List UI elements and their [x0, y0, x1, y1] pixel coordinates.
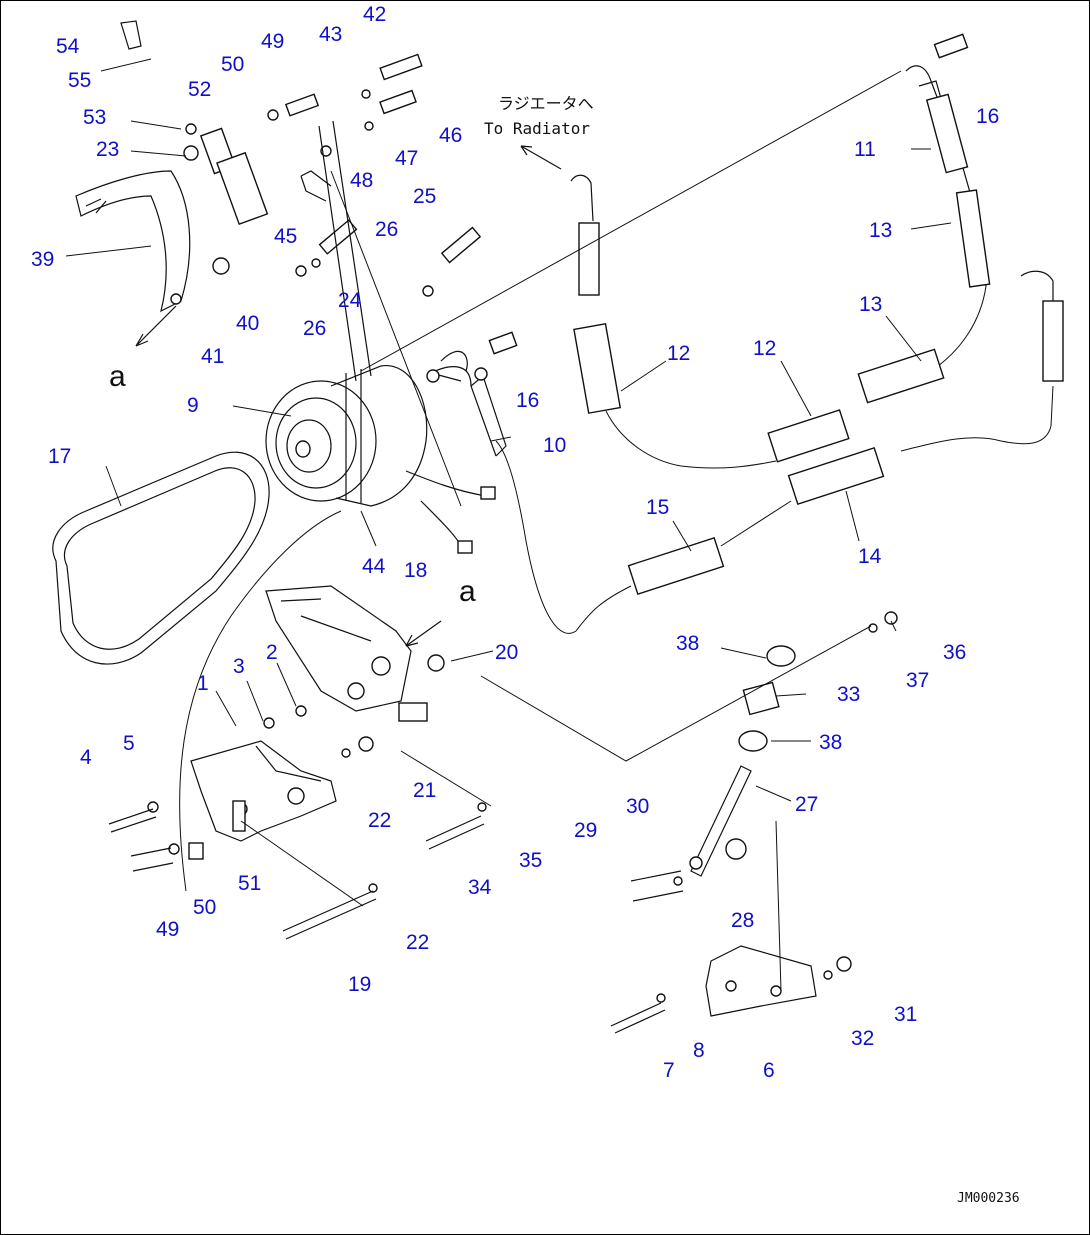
hose-11-13 [905, 65, 991, 372]
callout-c19: 19 [348, 973, 371, 996]
hose-10 [426, 366, 507, 457]
callout-c1: 1 [197, 672, 209, 695]
callout-c55: 55 [68, 69, 91, 92]
callout-c39: 39 [31, 248, 54, 271]
callout-c13a: 13 [869, 219, 892, 242]
callout-c17: 17 [48, 445, 71, 468]
callout-c46: 46 [439, 124, 462, 147]
radiator-note-en: To Radiator [484, 119, 590, 138]
bracket-1 [190, 740, 337, 842]
hose-14-15 [495, 270, 1064, 634]
callout-c22b: 22 [406, 931, 429, 954]
callout-c20: 20 [495, 641, 518, 664]
callout-c49b: 49 [156, 918, 179, 941]
callout-c14: 14 [858, 545, 882, 568]
guard-39 [75, 170, 191, 313]
callout-c28: 28 [731, 909, 754, 932]
radiator-note: ラジエータへ To Radiator [484, 94, 594, 138]
callout-c53: 53 [83, 106, 106, 129]
callout-c29: 29 [574, 819, 597, 842]
callout-c30: 30 [626, 795, 649, 818]
radiator-note-jp: ラジエータへ [498, 94, 594, 113]
callout-c13b: 13 [859, 293, 882, 316]
callout-c2: 2 [266, 641, 278, 664]
bracket-18 [265, 585, 428, 722]
callout-c41: 41 [201, 345, 224, 368]
callout-c27: 27 [795, 793, 818, 816]
callout-c26b: 26 [375, 218, 398, 241]
callout-c6: 6 [763, 1059, 775, 1082]
callout-c54a: 54 [56, 35, 80, 58]
callout-c32: 32 [851, 1027, 874, 1050]
callout-c50a: 50 [221, 53, 244, 76]
callout-c5: 5 [123, 732, 135, 755]
callout-c9: 9 [187, 394, 199, 417]
callout-c45: 45 [274, 225, 297, 248]
callout-c38b: 38 [819, 731, 842, 754]
callout-c25: 25 [413, 185, 436, 208]
drawing-code: JM000236 [957, 1191, 1020, 1206]
view-label-a-bottom: a [459, 575, 476, 608]
callout-c16b: 16 [976, 105, 999, 128]
callout-c52: 52 [188, 78, 211, 101]
leader-lines [179, 70, 902, 992]
callout-c4: 4 [80, 746, 92, 769]
callout-c40: 40 [236, 312, 259, 335]
tensioner-27 [630, 765, 752, 902]
callout-c23: 23 [96, 138, 119, 161]
callout-c24: 24 [338, 289, 362, 312]
callout-c44: 44 [362, 555, 386, 578]
callout-c49a: 49 [261, 30, 284, 53]
callout-leaders [65, 58, 952, 802]
bracket-6 [705, 945, 817, 1017]
callout-c8: 8 [693, 1039, 705, 1062]
callout-c11: 11 [854, 138, 876, 161]
callout-c21: 21 [413, 779, 436, 802]
callout-c47: 47 [395, 147, 418, 170]
compressor-9 [265, 350, 496, 554]
callout-c31: 31 [894, 1003, 917, 1026]
callout-c18: 18 [404, 559, 427, 582]
callout-c37: 37 [906, 669, 929, 692]
callout-c3: 3 [233, 655, 245, 678]
callout-c12a: 12 [667, 342, 690, 365]
view-arrow-a [135, 145, 562, 647]
callout-c33: 33 [837, 683, 860, 706]
callout-c16a: 16 [516, 389, 539, 412]
callout-c26a: 26 [303, 317, 326, 340]
callout-c10: 10 [543, 434, 566, 457]
callout-c50b: 50 [193, 896, 216, 919]
callout-c43: 43 [319, 23, 342, 46]
callout-c34: 34 [468, 876, 492, 899]
belt-17 [52, 451, 270, 665]
callout-c38a: 38 [676, 632, 699, 655]
callout-c15: 15 [646, 496, 669, 519]
small-hardware [108, 20, 969, 1034]
callout-c35: 35 [519, 849, 542, 872]
callout-c7: 7 [663, 1059, 675, 1082]
view-label-a-top: a [109, 360, 126, 393]
callout-c36: 36 [943, 641, 966, 664]
callout-c51: 51 [238, 872, 261, 895]
callout-c42: 42 [363, 3, 386, 26]
callout-c22a: 22 [368, 809, 391, 832]
callout-c12b: 12 [753, 337, 776, 360]
callout-c48: 48 [350, 169, 373, 192]
